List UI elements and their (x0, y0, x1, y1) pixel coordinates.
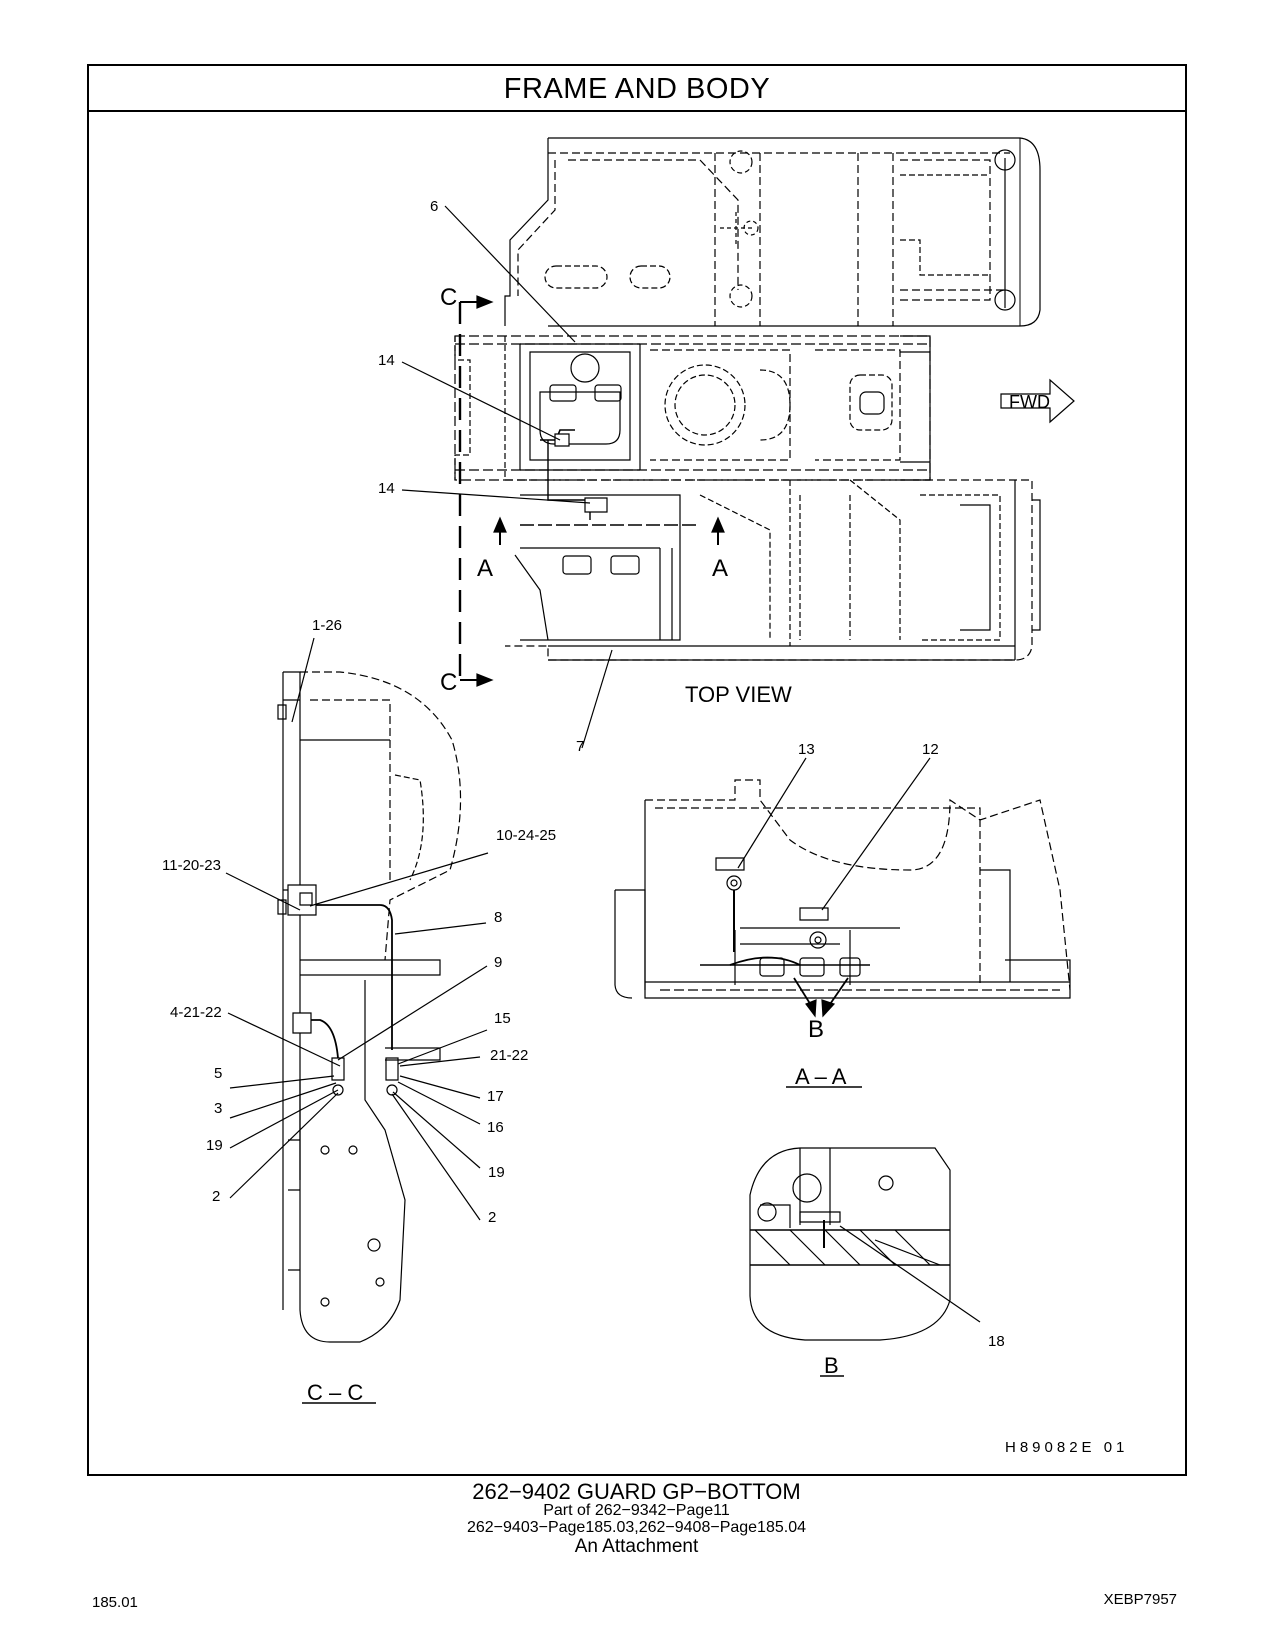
footer-title: 262−9402 GUARD GP−BOTTOM (472, 1479, 801, 1504)
footer-part-of: Part of 262−9342−Page11 (543, 1502, 730, 1520)
callout-6: 6 (430, 198, 439, 215)
callout-4-21-22: 4-21-22 (170, 1004, 222, 1021)
callout-8: 8 (494, 909, 503, 926)
drawing-frame: FRAME AND BODY (87, 64, 1187, 1476)
callout-19-left: 19 (206, 1137, 223, 1154)
callout-16: 16 (487, 1119, 504, 1136)
callout-15: 15 (494, 1010, 511, 1027)
section-aa-drawing (615, 758, 1070, 1016)
section-cc-label: C – C (307, 1380, 364, 1405)
callout-10-24-25: 10-24-25 (496, 827, 557, 844)
page-title: FRAME AND BODY (89, 66, 1185, 112)
callout-1-26: 1-26 (312, 617, 343, 634)
callout-2-right: 2 (488, 1209, 497, 1226)
document-code: XEBP7957 (1103, 1591, 1177, 1608)
callout-12: 12 (922, 741, 939, 758)
callout-17: 17 (487, 1088, 504, 1105)
drawing-code: H89082E 01 (1005, 1439, 1129, 1456)
callout-19-right: 19 (488, 1164, 505, 1181)
callout-13: 13 (798, 741, 815, 758)
forward-label: FWD (1009, 392, 1050, 412)
callout-14-lower: 14 (378, 480, 395, 497)
callout-5: 5 (214, 1065, 223, 1082)
detail-b-drawing (750, 1148, 980, 1340)
callout-2-left: 2 (212, 1188, 221, 1205)
callout-7: 7 (576, 738, 585, 755)
section-c-marker-top: C (440, 284, 458, 311)
section-a-marker-right: A (712, 555, 729, 582)
section-c-marker-bottom: C (440, 669, 458, 696)
section-cc-drawing (226, 638, 488, 1342)
section-aa-label: A – A (795, 1064, 847, 1089)
callout-18: 18 (988, 1333, 1005, 1350)
footer: 262−9402 GUARD GP−BOTTOM Part of 262−934… (0, 1480, 1273, 1557)
callout-14-upper: 14 (378, 352, 395, 369)
callout-11-20-23: 11-20-23 (162, 857, 221, 874)
top-view-label: TOP VIEW (685, 682, 792, 707)
section-a-marker-left: A (477, 555, 494, 582)
page-number: 185.01 (92, 1594, 138, 1611)
footer-note: An Attachment (574, 1535, 699, 1557)
detail-b-label: B (824, 1353, 839, 1378)
detail-b-marker: B (808, 1016, 825, 1043)
footer-related-pages: 262−9403−Page185.03,262−9408−Page185.04 (466, 1518, 806, 1536)
top-view-drawing (402, 138, 1074, 748)
callout-21-22: 21-22 (490, 1047, 529, 1064)
callout-9: 9 (494, 954, 503, 971)
callout-3: 3 (214, 1100, 223, 1117)
